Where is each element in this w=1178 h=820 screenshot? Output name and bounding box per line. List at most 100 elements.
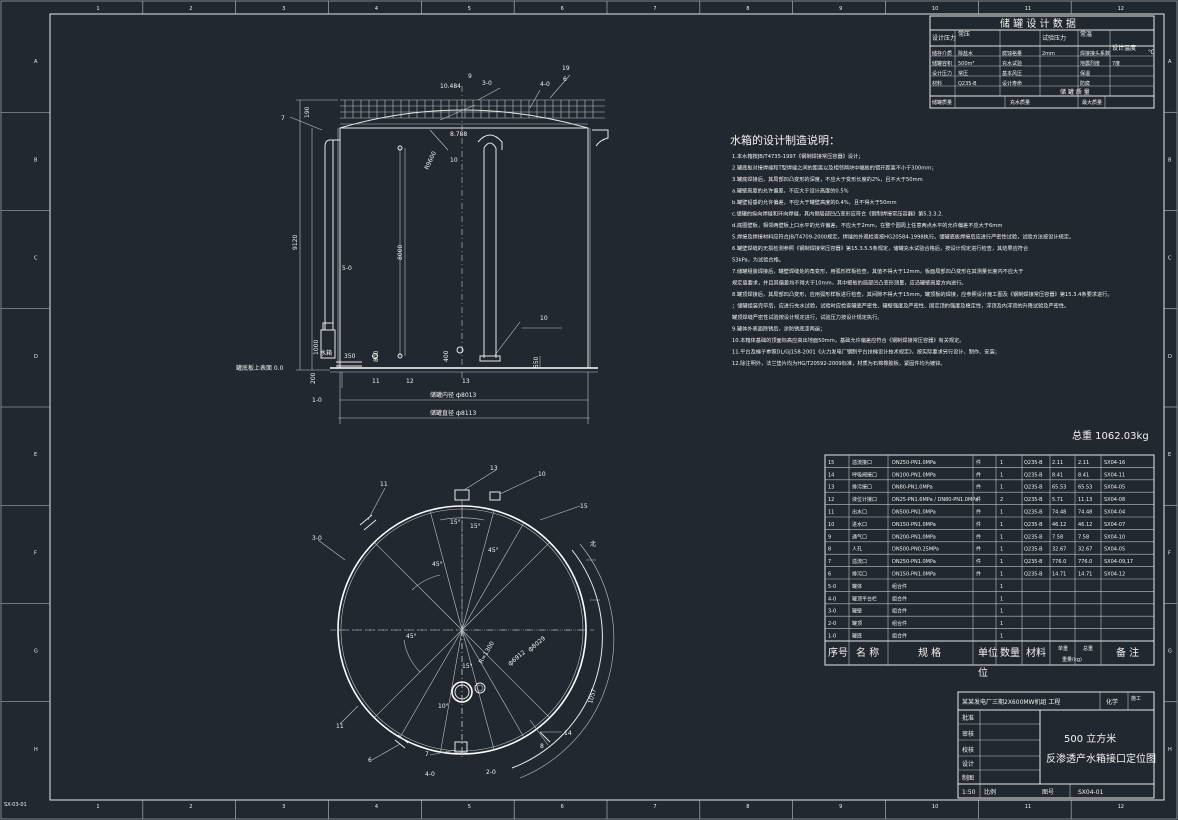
parts-table-cell: 11 <box>828 510 834 516</box>
parts-table-cell: 7.58 <box>1078 534 1089 540</box>
parts-table-cell: Q235-B <box>1024 559 1043 565</box>
svg-text:名 称: 名 称 <box>856 646 879 659</box>
parts-table-cell: DN200-PN1.0MPa <box>892 534 936 540</box>
svg-text:45°: 45° <box>406 633 417 640</box>
parts-table-cell: 5-0 <box>828 584 836 590</box>
parts-table-cell: Q235-B <box>1024 534 1043 540</box>
column-mark-bottom: 5 <box>468 804 471 810</box>
parts-table-cell: 件 <box>976 558 981 565</box>
svg-text:13: 13 <box>490 465 498 472</box>
design-data-cell: 腐蚀裕量 <box>1002 50 1022 57</box>
row-mark-right: B <box>1168 157 1172 163</box>
svg-text:12: 12 <box>406 378 414 385</box>
parts-table-cell: 776.0 <box>1078 559 1092 565</box>
svg-text:单重: 单重 <box>1058 645 1068 652</box>
svg-text:11: 11 <box>380 481 388 488</box>
parts-table-cell: 罐底 <box>852 633 862 640</box>
parts-table-cell: SX04-05 <box>1104 547 1125 553</box>
row-mark-right: H <box>1168 747 1172 753</box>
parts-table-cell: SX04-16 <box>1104 460 1125 466</box>
row-mark-right: A <box>1168 59 1172 65</box>
parts-table-cell: 进水口 <box>852 521 867 528</box>
note-line: 规定值要求，并且其偏差均不得大于10mm，其中壁板的局部凹凸变形测量，应沿罐壁高… <box>732 279 967 287</box>
column-mark: 1 <box>96 6 99 12</box>
svg-text:2-0: 2-0 <box>486 769 496 776</box>
svg-text:6: 6 <box>563 76 567 83</box>
svg-text:备 注: 备 注 <box>1116 646 1139 659</box>
note-line: b.罐壁铅垂的允许偏差，不应大于罐壁高度的0.4%，且不得大于50mm <box>732 198 897 206</box>
parts-table-cell: 1 <box>1000 460 1003 466</box>
note-line: 3.罐底焊接后，其局部凹凸变形的深度，不应大于变形长度的2%，且不大于50mm <box>732 175 923 183</box>
parts-table-cell: Q235-B <box>1024 460 1043 466</box>
parts-table-cell: DN500-PN0.25MPa <box>892 547 939 553</box>
parts-table-cell: 2.11 <box>1078 460 1089 466</box>
roof-platform-railing <box>340 99 605 119</box>
svg-text:序号: 序号 <box>828 646 848 659</box>
svg-text:试验压力: 试验压力 <box>1042 34 1066 42</box>
parts-table-cell: 通气口 <box>852 533 867 540</box>
parts-table-cell: 1 <box>1000 559 1003 565</box>
parts-table-cell: SX04-04 <box>1104 510 1125 516</box>
parts-table-cell: 液位计接口 <box>852 496 877 503</box>
svg-text:10: 10 <box>538 471 546 478</box>
note-line: 12.除注明外，法兰垫片均为HG/T20592-2009标准，材质为石棉橡胶板，… <box>732 359 945 367</box>
svg-text:℃: ℃ <box>1148 49 1155 56</box>
parts-table-cell: Q235-B <box>1024 472 1043 478</box>
svg-text:审核: 审核 <box>962 730 974 738</box>
parts-table-cell: 1 <box>1000 472 1003 478</box>
parts-table-cell: 件 <box>976 496 981 503</box>
note-line: ；储罐组装完毕后，应进行充水试验，试验时应检查罐底严密性、罐壁强度及严密性、固定… <box>732 302 1069 310</box>
column-mark-bottom: 11 <box>1025 804 1031 810</box>
svg-text:常温: 常温 <box>1080 30 1092 38</box>
svg-text:罐底板上表面 0.0: 罐底板上表面 0.0 <box>236 364 284 372</box>
svg-text:校核: 校核 <box>962 746 974 754</box>
design-data-cell: 除盐水 <box>958 50 973 57</box>
parts-table-cell: 7 <box>828 559 831 565</box>
column-mark-bottom: 4 <box>375 804 378 810</box>
column-mark: 3 <box>282 6 285 12</box>
parts-table-cell: 14 <box>828 472 834 478</box>
svg-text:制图: 制图 <box>962 774 974 782</box>
parts-table-cell: 1 <box>1000 534 1003 540</box>
parts-table-cell: 组合件 <box>892 583 907 590</box>
row-mark-right: C <box>1168 256 1172 262</box>
design-data-cell: 7度 <box>1112 60 1120 67</box>
svg-text:3-0: 3-0 <box>312 535 322 542</box>
parts-table-cell: 12 <box>828 497 834 503</box>
row-mark: E <box>34 452 37 458</box>
svg-text:单位: 单位 <box>978 646 998 659</box>
parts-table-cell: Q235-B <box>1024 522 1043 528</box>
svg-text:1:50: 1:50 <box>962 789 976 796</box>
parts-table-cell: 件 <box>976 509 981 516</box>
parts-table-cell: 5.71 <box>1052 497 1063 503</box>
svg-text:200: 200 <box>310 372 317 384</box>
svg-text:14: 14 <box>564 730 572 737</box>
svg-text:5-0: 5-0 <box>342 265 352 272</box>
design-data-cell: 材料 <box>932 80 942 87</box>
svg-text:15: 15 <box>580 503 588 510</box>
parts-table-cell: 8.41 <box>1052 472 1063 478</box>
svg-text:7: 7 <box>425 751 429 758</box>
parts-table-cell: 13 <box>828 485 834 491</box>
note-line: d.底圈壁板，相邻两壁板上口水平的允许偏差，不应大于2mm，在整个圆周上任意两点… <box>732 221 1002 229</box>
column-mark-bottom: 8 <box>746 804 749 810</box>
parts-table-cell: DN150-PN1.0MPa <box>892 522 936 528</box>
parts-table-cell: 74.48 <box>1078 510 1092 516</box>
parts-table-cell: 组合件 <box>892 620 907 627</box>
parts-table-cell: SX04-10 <box>1104 534 1125 540</box>
parts-table-cell: 件 <box>976 484 981 491</box>
parts-table-cell: DN250-PN1.0MPa <box>892 559 936 565</box>
column-mark-bottom: 7 <box>653 804 656 810</box>
row-mark: D <box>34 354 38 360</box>
parts-table-cell: 14.71 <box>1052 572 1066 578</box>
svg-text:15°: 15° <box>450 519 461 526</box>
column-mark: 6 <box>561 6 564 12</box>
parts-table-cell: SX04-05 <box>1104 485 1125 491</box>
svg-text:规 格: 规 格 <box>918 646 941 659</box>
row-mark: F <box>34 550 37 556</box>
column-mark: 10 <box>932 6 938 12</box>
